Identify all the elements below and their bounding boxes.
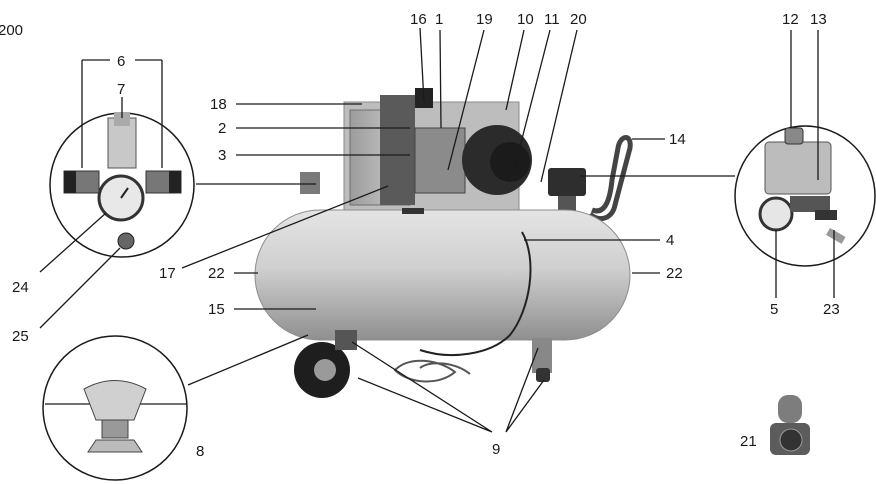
callout-14: 14 (669, 131, 686, 148)
side-valve (300, 172, 320, 194)
switch-button (784, 127, 804, 145)
compressor-illustration (254, 88, 633, 398)
callout-6: 6 (117, 53, 125, 70)
drain-valve-wing (87, 439, 143, 453)
pressure-pipe (588, 135, 633, 222)
wheel-hub (314, 359, 336, 381)
pressure-switch-box (414, 127, 466, 194)
detail-drain-valve (42, 335, 188, 481)
callout-11: 11 (544, 11, 560, 28)
hose (419, 231, 532, 356)
detail-manifold (49, 112, 195, 258)
callout-13: 13 (810, 11, 827, 28)
leader-9 (351, 341, 545, 433)
switch-gauge (758, 196, 794, 232)
switch-base (790, 196, 830, 212)
plug-top (778, 395, 802, 423)
plug-part (770, 395, 810, 455)
air-tank (254, 209, 631, 341)
leader-24 (39, 212, 107, 273)
leader-1 (439, 29, 442, 129)
leader-25 (39, 247, 121, 329)
callout-18: 18 (210, 96, 227, 113)
callout-10: 10 (517, 11, 534, 28)
callout-21: 21 (740, 433, 757, 450)
right-coupling-tip (169, 171, 181, 193)
wheel-bracket (335, 330, 357, 350)
outlet-valve (815, 210, 837, 220)
callout-7: 7 (117, 81, 125, 98)
callout-17: 17 (159, 265, 176, 282)
handle-bar (402, 208, 424, 214)
callout-8: 8 (196, 443, 204, 460)
leader-10 (505, 29, 525, 111)
callout-labels: 200 6 7 24 25 8 18 2 3 17 22 15 16 1 19 … (0, 11, 840, 460)
callout-23: 23 (823, 301, 840, 318)
leader-6 (81, 59, 163, 168)
callout-16: 16 (410, 11, 427, 28)
gauge-needle (120, 187, 129, 199)
cable-coil (393, 359, 471, 383)
leader-20 (540, 29, 578, 183)
leader-16 (419, 27, 425, 103)
left-coupling-tip (64, 171, 76, 193)
callout-2: 2 (218, 120, 226, 137)
leader-8 (187, 334, 309, 386)
manifold-top (114, 112, 130, 126)
leader-17 (181, 185, 389, 269)
outlet-connector (826, 227, 846, 244)
callout-4: 4 (666, 232, 674, 249)
callout-24: 24 (12, 279, 29, 296)
foot-pad (536, 368, 550, 382)
drain-valve-body (83, 380, 147, 421)
leader-11 (513, 29, 551, 171)
callout-22-right: 22 (666, 265, 683, 282)
drain-valve-stem (101, 419, 129, 439)
callout-9: 9 (492, 441, 500, 458)
callout-15: 15 (208, 301, 225, 318)
pump-block (380, 95, 415, 205)
detail-pressure-switch (734, 125, 876, 267)
drain-nut (117, 232, 135, 250)
leader-19 (447, 29, 485, 171)
leader-lines (39, 27, 835, 433)
callout-12: 12 (782, 11, 799, 28)
callout-3: 3 (218, 147, 226, 164)
callout-20: 20 (570, 11, 587, 28)
regulator-unit (548, 168, 586, 196)
callout-22-left: 22 (208, 265, 225, 282)
tank-foot (532, 338, 552, 373)
switch-housing (764, 141, 832, 195)
callout-25: 25 (12, 328, 29, 345)
callout-1: 1 (435, 11, 443, 28)
plug-socket (779, 428, 803, 452)
motor-cap (490, 142, 530, 182)
callout-19: 19 (476, 11, 493, 28)
corner-label: 200 (0, 22, 23, 39)
callout-5: 5 (770, 301, 778, 318)
